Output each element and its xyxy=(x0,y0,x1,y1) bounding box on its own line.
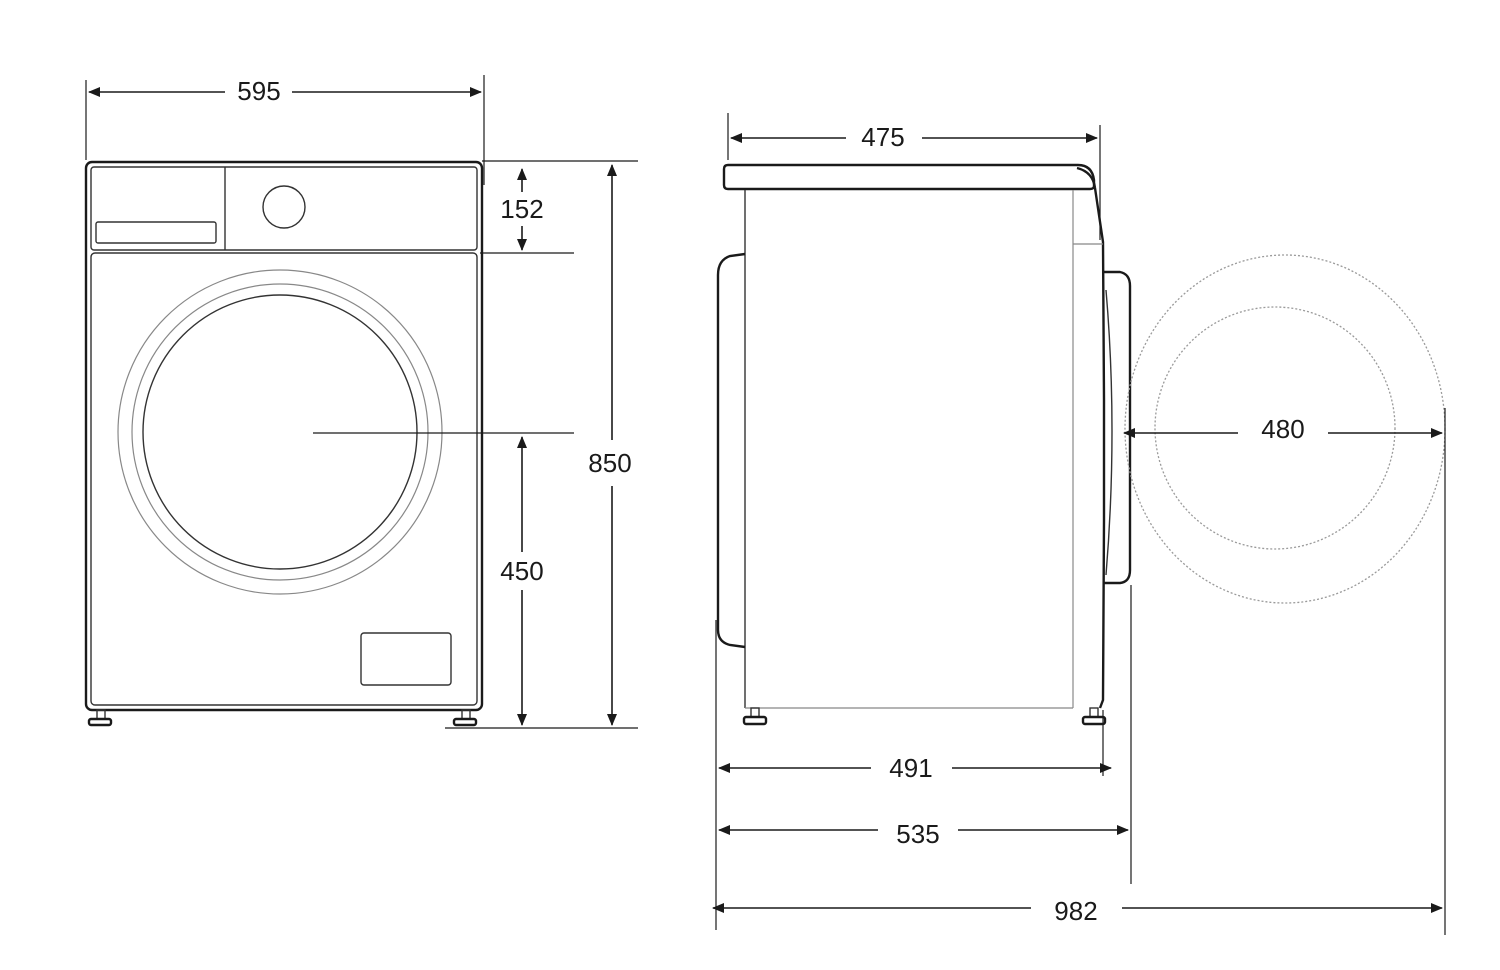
dim-control-panel: 152 xyxy=(480,168,574,254)
dim-depth-with-door: 535 xyxy=(718,585,1132,884)
dim-label-height: 850 xyxy=(588,448,631,478)
foot-left-stem xyxy=(96,709,106,720)
dim-door-diameter: 480 xyxy=(1123,408,1446,935)
side-view xyxy=(716,163,1446,726)
dim-front-width: 595 xyxy=(85,75,485,185)
side-foot-rear-stem xyxy=(750,707,760,718)
side-front-profile xyxy=(1076,166,1106,709)
open-door-inner xyxy=(1154,306,1396,550)
dim-label-depth-with-door: 535 xyxy=(896,819,939,849)
dim-label-top-depth: 475 xyxy=(861,122,904,152)
dim-label-depth-door-open: 982 xyxy=(1054,896,1097,926)
dim-label-width: 595 xyxy=(237,76,280,106)
filter-cover xyxy=(360,632,452,686)
side-door-curve xyxy=(1105,289,1113,576)
foot-right-stem xyxy=(461,709,471,720)
dim-front-height: 850 xyxy=(445,160,638,729)
dim-body-depth: 491 xyxy=(715,620,1112,930)
detergent-drawer-handle xyxy=(95,221,217,244)
dim-top-depth: 475 xyxy=(727,113,1101,240)
front-panel xyxy=(90,252,478,706)
control-panel xyxy=(90,166,478,251)
program-dial xyxy=(262,185,306,229)
foot-left xyxy=(87,717,113,727)
side-rear-bulge xyxy=(716,252,746,649)
door-glass xyxy=(142,294,418,570)
side-worktop xyxy=(722,163,1096,191)
dim-label-control-panel: 152 xyxy=(500,194,543,224)
side-foot-front-stem xyxy=(1089,707,1099,718)
side-foot-front xyxy=(1081,715,1107,726)
dim-door-center: 450 xyxy=(313,432,574,726)
dim-depth-door-open: 982 xyxy=(712,896,1443,926)
dim-label-body-depth: 491 xyxy=(889,753,932,783)
front-view xyxy=(84,160,484,727)
foot-right xyxy=(452,717,478,727)
door-outer-ring xyxy=(117,269,443,595)
dim-label-door-diameter: 480 xyxy=(1261,414,1304,444)
door-middle-ring xyxy=(131,283,429,581)
dim-label-door-center: 450 xyxy=(500,556,543,586)
side-foot-rear xyxy=(742,715,768,726)
front-cabinet-outline xyxy=(84,160,484,712)
